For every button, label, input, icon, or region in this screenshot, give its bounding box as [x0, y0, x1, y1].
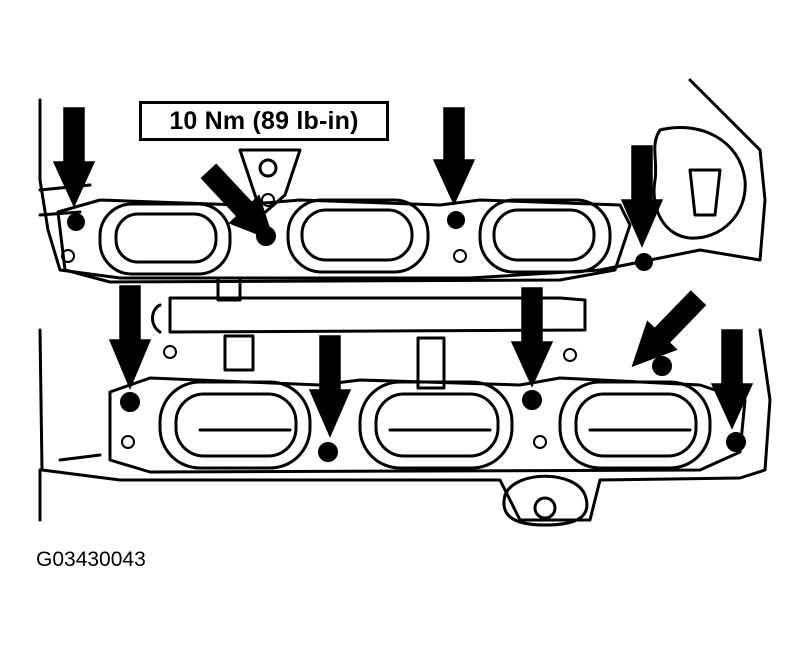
down-arrow-icon	[620, 145, 664, 248]
center-bracket	[238, 148, 302, 217]
bolt	[120, 392, 140, 412]
down-arrow-icon	[631, 290, 707, 368]
bolt	[67, 213, 85, 231]
lower-port-2	[358, 380, 514, 470]
lower-port-3	[558, 380, 712, 470]
down-arrow-icon	[432, 107, 476, 206]
bolt	[522, 390, 542, 410]
upper-head-outline	[38, 78, 767, 280]
lower-port-1	[158, 380, 312, 470]
bolt	[447, 211, 465, 229]
bolt	[726, 432, 746, 452]
torque-spec-label: 10 Nm (89 lb-in)	[139, 101, 389, 141]
bolt	[318, 442, 338, 462]
down-arrow-icon	[510, 287, 554, 388]
upper-port-2	[286, 198, 430, 274]
lower-head-outline	[38, 328, 772, 522]
bolt	[652, 356, 672, 376]
upper-port-1	[98, 202, 232, 276]
down-arrow-icon	[200, 163, 275, 242]
down-arrow-icon	[52, 107, 96, 208]
down-arrow-icon	[108, 285, 152, 390]
down-arrow-icon	[710, 329, 754, 430]
bolt	[635, 253, 653, 271]
figure-id: G03430043	[36, 548, 146, 571]
down-arrow-icon	[308, 335, 352, 438]
bottom-boss	[502, 474, 589, 527]
right-housing	[652, 125, 747, 240]
lower-flange	[108, 376, 747, 474]
upper-port-3	[478, 198, 612, 274]
fuel-rail	[168, 296, 587, 334]
upper-flange	[56, 198, 632, 284]
